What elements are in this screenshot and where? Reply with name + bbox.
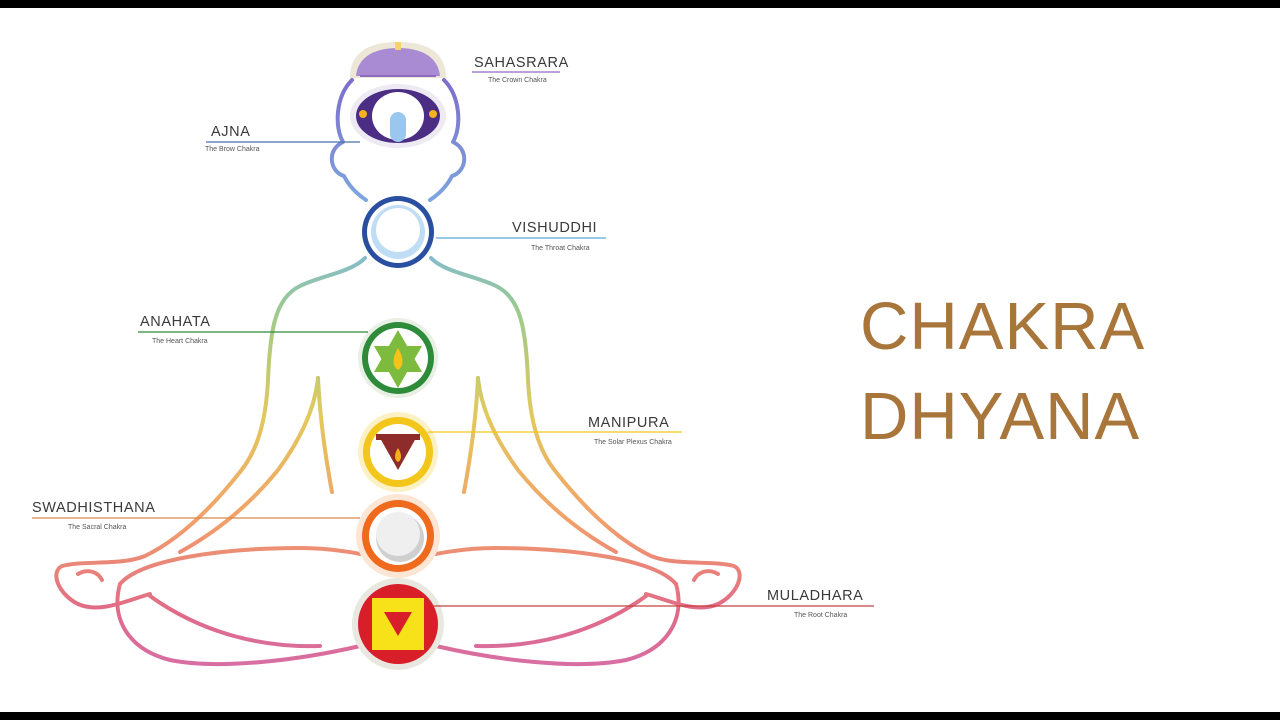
sublabel-sahasrara: The Crown Chakra (488, 77, 547, 84)
manipura-chakra-icon (358, 412, 438, 492)
sublabel-swadhisthana: The Sacral Chakra (68, 524, 126, 531)
label-manipura: MANIPURA (588, 415, 669, 431)
label-vishuddhi: VISHUDDHI (512, 220, 597, 236)
muladhara-chakra-icon (352, 578, 444, 670)
bottom-letterbox-bar (0, 712, 1280, 720)
sublabel-anahata: The Heart Chakra (152, 338, 208, 345)
title-line-2: DHYANA (860, 379, 1141, 455)
sublabel-manipura: The Solar Plexus Chakra (594, 439, 672, 446)
body-outline (54, 78, 742, 667)
label-swadhisthana: SWADHISTHANA (32, 500, 155, 516)
label-anahata: ANAHATA (140, 314, 211, 330)
label-muladhara: MULADHARA (767, 588, 863, 604)
swadhisthana-chakra-icon (356, 494, 440, 578)
ajna-chakra-icon (350, 84, 446, 148)
title-line-1: CHAKRA (860, 289, 1146, 364)
label-ajna: AJNA (211, 124, 250, 140)
page-title: CHAKRA DHYANA (860, 282, 1145, 463)
sublabel-muladhara: The Root Chakra (794, 612, 847, 619)
connector-lines (32, 71, 874, 607)
sahasrara-chakra-icon (350, 42, 446, 78)
label-sahasrara: SAHASRARA (474, 55, 569, 71)
anahata-chakra-icon (358, 318, 438, 398)
sublabel-vishuddhi: The Throat Chakra (531, 245, 590, 252)
vishuddhi-chakra-icon (362, 196, 434, 268)
top-letterbox-bar (0, 0, 1280, 8)
sublabel-ajna: The Brow Chakra (205, 146, 260, 153)
